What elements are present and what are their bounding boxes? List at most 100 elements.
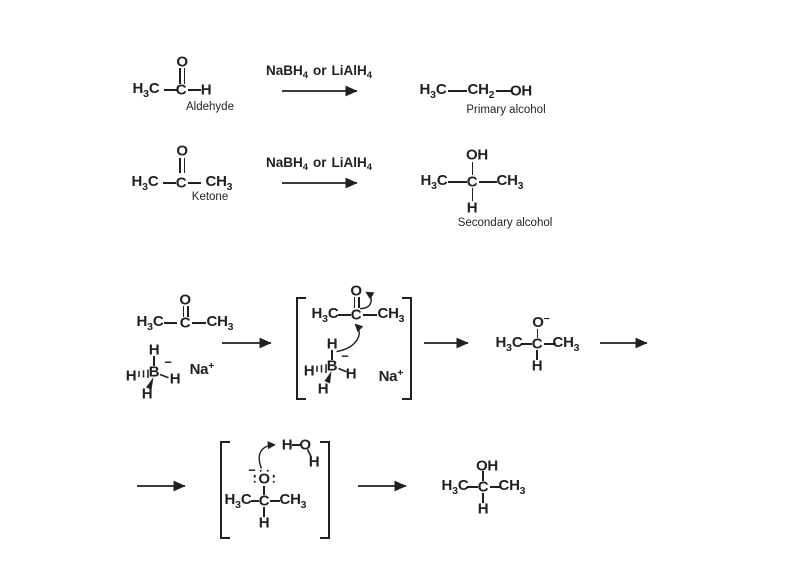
bond [536, 350, 538, 360]
methyl-group-label: H3C [224, 490, 252, 511]
hydrogen-label: H [466, 199, 478, 217]
methyl-group-label: CH3 [205, 172, 233, 193]
bond [479, 181, 497, 183]
methyl-group-label: H3C [420, 171, 448, 192]
bond [490, 486, 501, 488]
boron-label: B [326, 357, 338, 375]
hydrogen-label: H [531, 357, 543, 375]
methyl-group-label: CH3 [498, 476, 526, 497]
bond [251, 500, 259, 502]
bond [164, 322, 177, 324]
central-carbon-label: C [466, 173, 478, 191]
alkoxide-oxygen-label: O [258, 470, 270, 488]
methyl-group-label: H3C [131, 172, 159, 193]
methyl-group-label: CH3 [279, 490, 307, 511]
bond [292, 444, 301, 446]
oxygen-label: O [350, 282, 362, 300]
methyl-group-label: H3C [136, 312, 164, 333]
bond [153, 356, 155, 366]
methylene-group-label: CH2 [467, 80, 495, 101]
right-bracket [320, 441, 330, 539]
water-hydrogen-label: H [281, 436, 293, 454]
bond [544, 343, 556, 345]
double-bond-line [353, 297, 356, 308]
bond [448, 90, 467, 92]
methyl-group-label: CH3 [552, 333, 580, 354]
wedge-bond [146, 377, 154, 390]
hydrogen-label: H [200, 81, 212, 99]
methyl-group-label: H3C [311, 304, 339, 325]
lone-pair-dot [259, 469, 262, 472]
hydroxyl-label: OH [466, 146, 488, 164]
bond [482, 471, 484, 481]
hydrogen-label: H [345, 365, 357, 383]
bond [263, 507, 265, 517]
methyl-group-label: H3C [132, 79, 160, 100]
bond [331, 350, 333, 360]
carbonyl-carbon-label: C [175, 81, 187, 99]
bond [363, 314, 377, 316]
secondary-alcohol-caption: Secondary alcohol [457, 217, 553, 229]
bond [338, 314, 351, 316]
negative-charge: − [164, 354, 172, 370]
methyl-group-label: H3C [441, 476, 469, 497]
bond [192, 322, 206, 324]
bond [521, 343, 532, 345]
b-h-bond [159, 373, 169, 379]
alkoxide-oxygen-label: O− [532, 313, 550, 331]
hydrogen-label: H [169, 370, 181, 388]
left-bracket [296, 297, 306, 400]
hydrogen-label: H [125, 367, 137, 385]
bond [471, 162, 474, 175]
lone-pair-dot [272, 474, 275, 478]
bond [163, 182, 176, 184]
bond [448, 181, 467, 183]
bond [471, 188, 474, 201]
double-bond-line [182, 306, 185, 317]
double-bond-line [187, 306, 189, 317]
left-bracket [220, 441, 230, 539]
hydrogen-label: H [141, 385, 153, 403]
methyl-group-label: H3C [419, 80, 447, 101]
bond [164, 89, 177, 91]
bond [270, 500, 280, 502]
ketone-caption: Ketone [191, 191, 229, 203]
bond [188, 182, 201, 184]
o-h-bond [306, 449, 313, 458]
double-bond-line [358, 297, 360, 308]
double-bond-line [179, 68, 181, 84]
oxygen-label: O [176, 142, 188, 160]
double-bond-line [183, 68, 186, 84]
carbonyl-carbon-label: C [350, 306, 362, 324]
hydroxyl-label: OH [510, 82, 532, 100]
bond [536, 329, 539, 338]
central-carbon-label: C [258, 492, 270, 510]
curved-arrow-pi-bond-to-oxygen [359, 291, 375, 310]
hydroxyl-label: OH [476, 457, 498, 475]
water-oxygen-label: O [299, 436, 311, 454]
curved-arrow-alkoxide-to-water [258, 441, 276, 469]
methyl-group-label: CH3 [496, 171, 524, 192]
lone-pair-dot [266, 469, 269, 472]
double-bond-line [179, 158, 181, 173]
b-h-bond [338, 367, 347, 373]
aldehyde-caption: Aldehyde [186, 101, 234, 113]
boron-label: B [148, 363, 160, 381]
lone-pair-dot [253, 480, 256, 483]
double-bond-line [183, 158, 186, 173]
bond [467, 486, 478, 488]
oxygen-label: O [176, 53, 188, 71]
sodium-cation-label: Na+ [189, 360, 215, 378]
right-bracket [402, 297, 412, 400]
hydrogen-label: H [303, 362, 315, 380]
carbonyl-carbon-label: C [179, 314, 191, 332]
hydrogen-label: H [477, 500, 489, 518]
primary-alcohol-caption: Primary alcohol [466, 104, 546, 116]
hydrogen-label: H [317, 380, 329, 398]
hydrogen-label: H [326, 335, 338, 353]
negative-charge: − [341, 348, 349, 364]
